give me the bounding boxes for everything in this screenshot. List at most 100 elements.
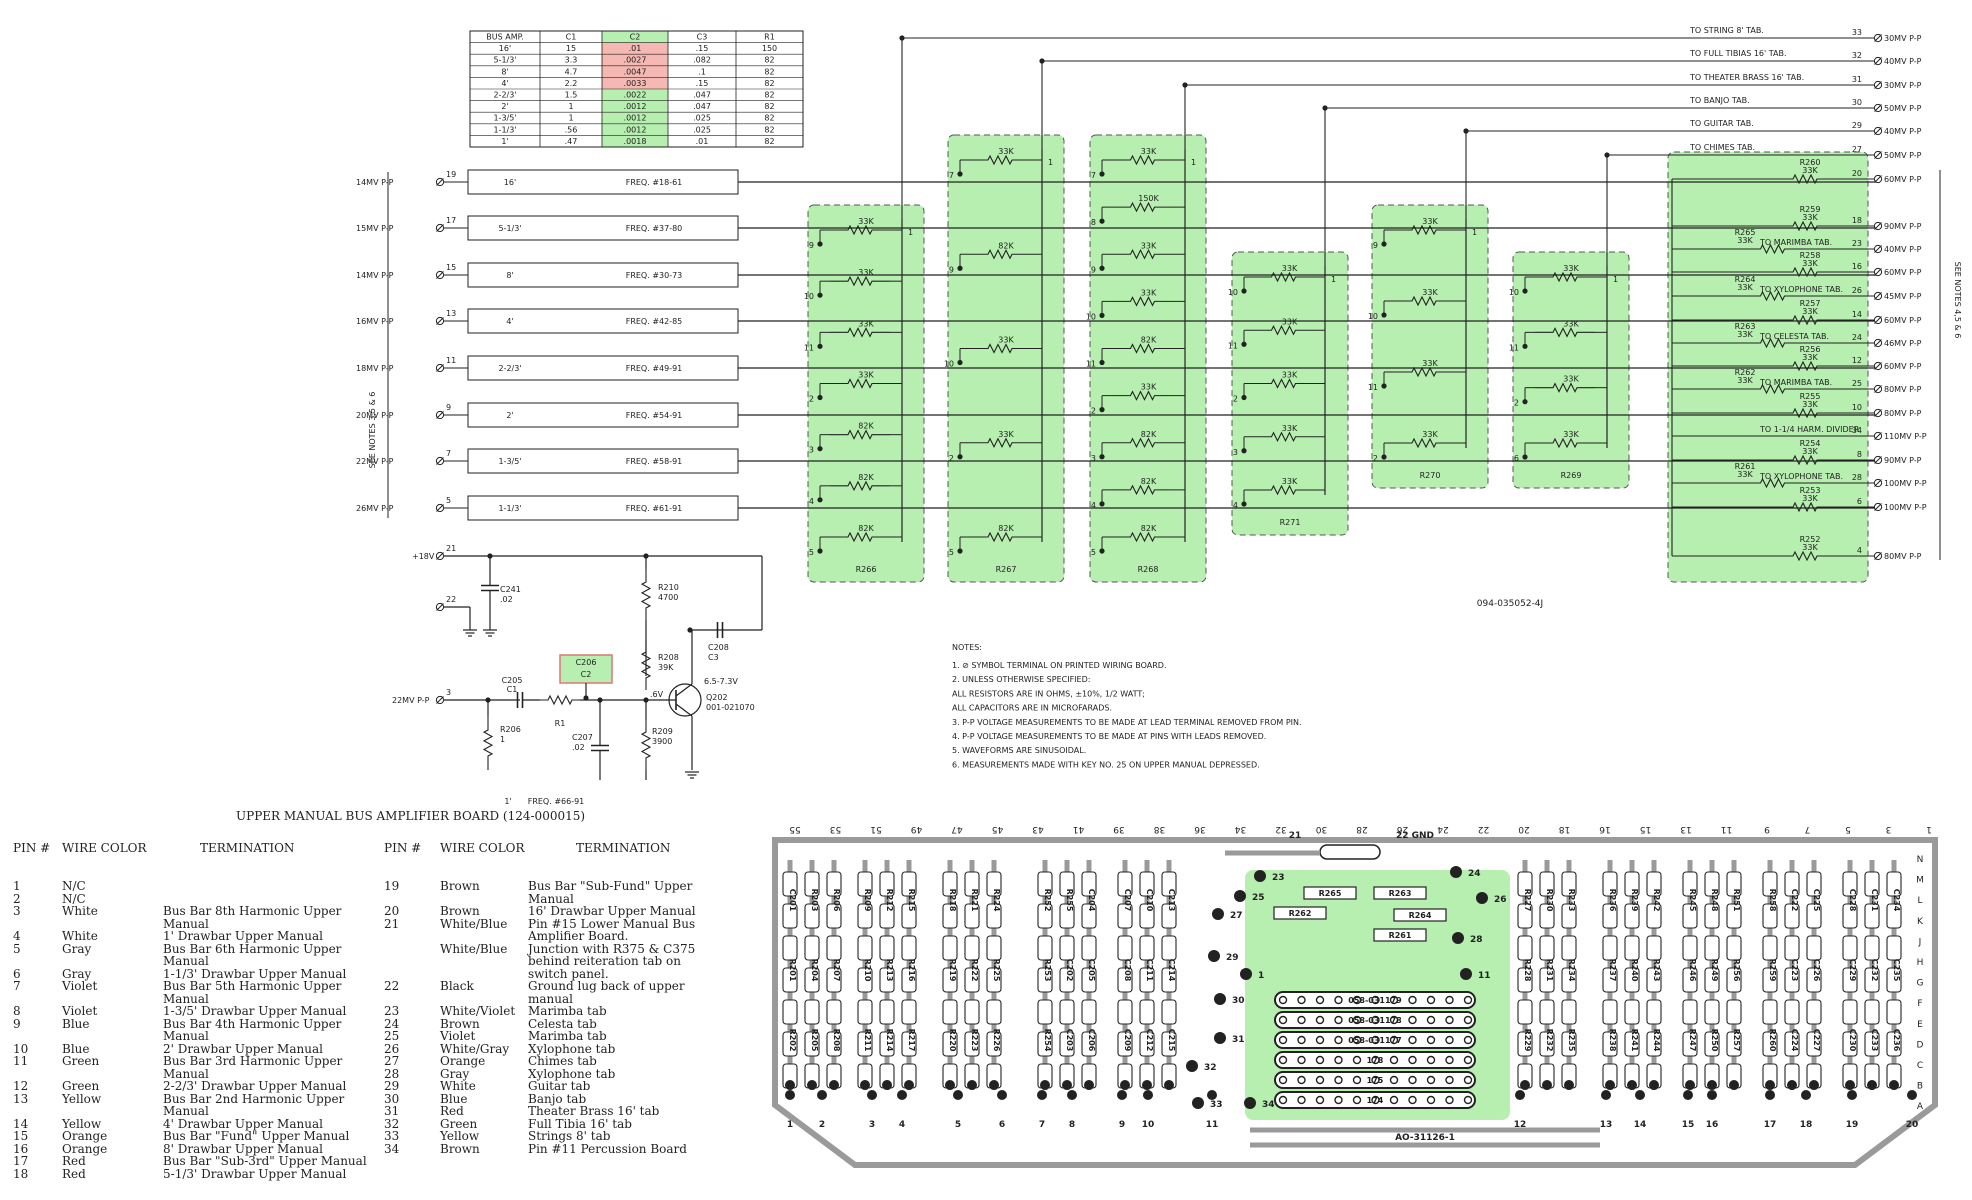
pcb-component-outline: [1886, 999, 1902, 1025]
pin-number: 4: [13, 929, 21, 943]
pcb-top-number: 11: [1721, 824, 1732, 834]
pcb-component-outline: [901, 935, 917, 961]
pcb-component-outline: [1726, 903, 1742, 929]
output-pin-number: 34: [1852, 426, 1862, 435]
pcb-component-outline: [942, 935, 958, 961]
network-resistor: [830, 429, 890, 440]
supply-voltage-label: +18V: [412, 552, 435, 561]
network-resistor-value: 33K: [858, 268, 874, 277]
pcb-ic-hole: [1463, 1015, 1473, 1025]
pcb-component-outline: [942, 1031, 958, 1057]
bus-input-voltage: 14MV P-P: [356, 271, 394, 280]
pcb-part-label: R256: [1732, 959, 1741, 982]
bus-table-cell: 15: [566, 44, 576, 53]
pcb-part-label: R234: [1567, 959, 1576, 982]
pcb-ic-hole: [1445, 1035, 1454, 1045]
pcb-part-label: C228: [1848, 889, 1857, 912]
terminal-slash: [1874, 268, 1882, 276]
pcb-component-outline: [986, 967, 1002, 993]
pcb-component-outline: [1117, 1031, 1133, 1057]
pcb-component-outline: [964, 903, 980, 929]
network-highlight-box: [947, 134, 1065, 583]
pcb-part-label: C226: [1812, 959, 1821, 982]
output-voltage: 40MV P-P: [1884, 57, 1922, 66]
pin-number: 19: [384, 879, 400, 893]
pcb-component-outline: [1682, 935, 1698, 961]
network-junction: [817, 394, 823, 401]
pcb-component-outline: [1561, 903, 1577, 929]
wire-color: Gray: [62, 966, 92, 981]
pcb-component-outline: [1842, 1031, 1858, 1057]
output-resistor: [1680, 290, 1865, 302]
pcb-ic-hole: [1352, 1095, 1362, 1105]
network-resistor: [970, 154, 1030, 166]
output-terminal: [1873, 338, 1883, 348]
r208-label: R208: [658, 653, 679, 662]
ground-terminal: [435, 602, 445, 612]
network-resistor: [1535, 437, 1595, 449]
pcb-component-outline: [1539, 871, 1555, 897]
bus-table-header: C1: [566, 33, 577, 42]
network-resistor-value: 33K: [1282, 371, 1298, 380]
pcb-component-outline: [857, 935, 873, 961]
output-resistor-value: 33K: [1802, 353, 1818, 362]
pcb-pad: [1164, 1080, 1174, 1090]
pcb-component-outline: [901, 871, 917, 897]
network-resistor: [830, 327, 890, 338]
pcb-pad: [1605, 1080, 1615, 1090]
bus-table-cell: 1-3/5': [493, 114, 516, 123]
pcb-part-label: C204: [1087, 889, 1096, 912]
network-pin-number: 8: [1091, 218, 1096, 227]
pcb-part-label: C230: [1848, 1029, 1857, 1052]
pcb-center-resistor-label: R264: [1409, 911, 1432, 920]
bus-table-header: C3: [697, 33, 708, 42]
r209-symbol: [640, 720, 652, 770]
wire-color: Violet: [62, 979, 98, 993]
pcb-bottom-pin: 16: [1706, 1120, 1719, 1130]
pcb-outline: [772, 837, 1938, 1168]
pin-number: 25: [384, 1029, 400, 1043]
pcb-component-outline: [1704, 871, 1720, 897]
pcb-component-outline: [1517, 1031, 1533, 1057]
pcb-component-outline: [782, 967, 798, 993]
output-voltage: 100MV P-P: [1884, 503, 1927, 512]
pcb-pad: [1627, 1080, 1637, 1090]
pcb-component-outline: [1864, 999, 1880, 1025]
bus-table-cell: .0027: [624, 56, 647, 65]
pin-table-header-term-left: TERMINATION: [200, 841, 295, 855]
transistor-emitter: [675, 703, 693, 717]
input-terminal: [435, 316, 445, 326]
network-junction: [957, 265, 963, 271]
output-resistor-value: 33K: [1802, 543, 1818, 552]
r206-symbol: [482, 716, 494, 770]
network-pin-number: 7: [1091, 171, 1096, 180]
pcb-part-label: C225: [1812, 889, 1821, 912]
pcb-component-outline: [964, 935, 980, 961]
terminal-slash: [436, 178, 444, 186]
bus-footage-label: 2-2/3': [498, 364, 521, 373]
pcb-part-label: R222: [970, 959, 979, 982]
pcb-part-label: R244: [1652, 1029, 1661, 1052]
network-junction: [1099, 218, 1105, 224]
wire-color: Blue: [62, 1041, 90, 1056]
bus-frequency-label: FREQ. #49-91: [626, 364, 683, 373]
output-resistor-value: 33K: [1802, 494, 1818, 503]
wire-color: Blue: [62, 1016, 90, 1031]
pcb-component-outline: [1561, 999, 1577, 1025]
network-resistor-value: 82K: [1141, 336, 1157, 345]
input-pin-number: 11: [446, 356, 456, 365]
pcb-part-label: R206: [832, 889, 841, 912]
network-junction: [957, 171, 963, 177]
pcb-center-pin: 23: [1272, 873, 1285, 883]
pcb-component-outline: [804, 903, 820, 929]
pcb-component-outline: [1864, 871, 1880, 897]
pin-number: 12: [13, 1079, 29, 1093]
network-pin-number: 10: [1086, 312, 1096, 321]
pcb-component-outline: [1842, 967, 1858, 993]
output-resistor-name: R264: [1735, 275, 1756, 284]
pcb-pad: [945, 1080, 955, 1090]
pcb-bottom-pad: [1143, 1090, 1153, 1100]
pcb-part-label: R220: [948, 1029, 957, 1052]
network-junction: [957, 548, 963, 554]
network-resistor: [1535, 271, 1595, 283]
